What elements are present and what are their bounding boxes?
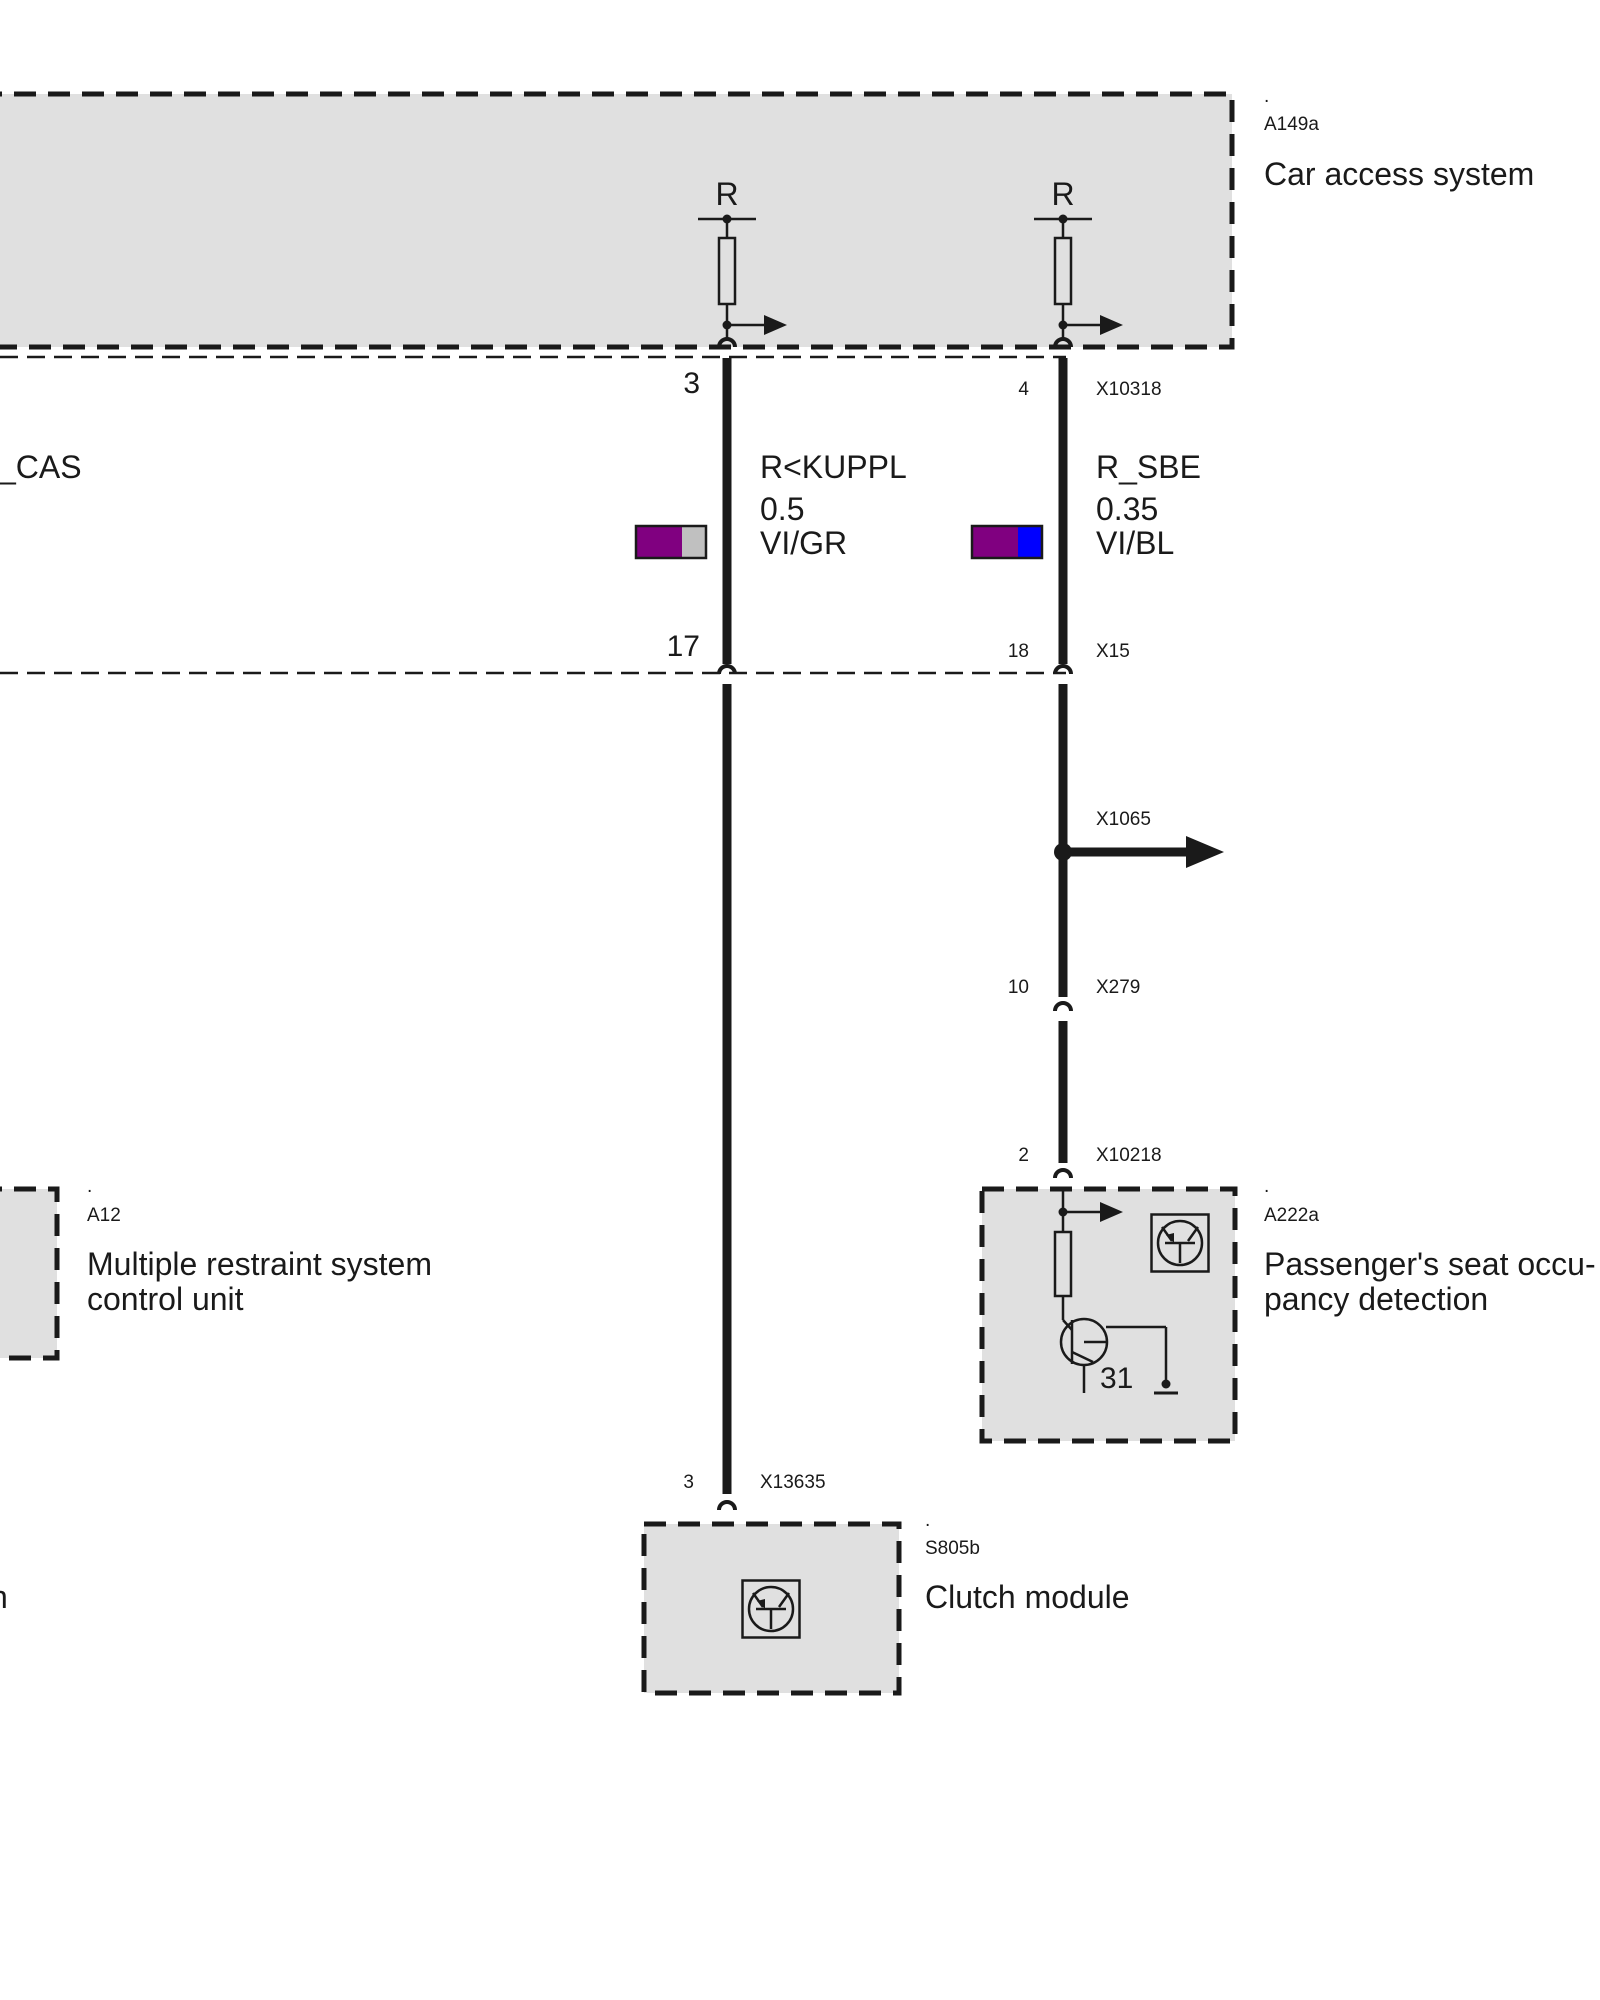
cas-dot: .	[1264, 86, 1269, 107]
clutch-dot: .	[925, 1510, 930, 1531]
pin-kuppl-x13635: 3	[683, 1472, 694, 1493]
seat-ground-label: 31	[1100, 1362, 1133, 1395]
cas-resistor-label-kuppl: R	[715, 176, 738, 212]
wire-kuppl-color-code: VI/GR	[760, 525, 847, 561]
seat-transistor-symbol	[1059, 1317, 1178, 1395]
wire-kuppl-signal: R<KUPPL	[760, 449, 907, 485]
connector-x15-label: X15	[1096, 641, 1130, 662]
mrs-id: A12	[87, 1205, 121, 1226]
connector-x10318-label: X10318	[1096, 379, 1162, 400]
wire-r-sbe	[1053, 337, 1073, 1179]
wire-sbe-color-code: VI/BL	[1096, 525, 1174, 561]
connector-x1065-label: X1065	[1096, 809, 1151, 830]
cas-resistor-sbe	[1034, 214, 1123, 340]
left-edge-signal: _CAS	[0, 449, 82, 485]
seat-name-line2: pancy detection	[1264, 1281, 1488, 1317]
seat-id: A222a	[1264, 1205, 1319, 1226]
pin-kuppl-cas: 3	[683, 367, 700, 400]
splice-x1065	[1054, 836, 1224, 868]
clutch-module	[641, 1521, 902, 1696]
seat-name-line1: Passenger's seat occu-	[1264, 1246, 1596, 1282]
pin-sbe-x10218: 2	[1018, 1145, 1029, 1166]
car-access-system-module	[0, 91, 1235, 350]
cas-name: Car access system	[1264, 156, 1534, 192]
left-edge-fragment: n	[0, 1579, 8, 1615]
clutch-id: S805b	[925, 1538, 980, 1559]
cas-id: A149a	[1264, 114, 1319, 135]
connector-x13635-label: X13635	[760, 1472, 826, 1493]
pin-sbe-x15: 18	[1008, 641, 1029, 662]
multiple-restraint-system-module	[0, 1186, 60, 1361]
connector-x279-label: X279	[1096, 977, 1140, 998]
mrs-dot: .	[87, 1176, 92, 1197]
wire-sbe-signal: R_SBE	[1096, 449, 1201, 485]
wire-sbe-gauge: 0.35	[1096, 491, 1158, 527]
wire-r-kuppl	[717, 337, 737, 1511]
wire-color-swatch-kuppl	[634, 524, 708, 560]
wire-kuppl-gauge: 0.5	[760, 491, 804, 527]
pin-sbe-x279: 10	[1008, 977, 1029, 998]
seat-occupancy-module	[979, 1186, 1238, 1444]
mrs-name-line2: control unit	[87, 1281, 244, 1317]
connector-x10218-label: X10218	[1096, 1145, 1162, 1166]
mrs-name-line1: Multiple restraint system	[87, 1246, 432, 1282]
pin-sbe-cas: 4	[1018, 379, 1029, 400]
clutch-name: Clutch module	[925, 1579, 1130, 1615]
seat-dot: .	[1264, 1176, 1269, 1197]
cas-resistor-kuppl	[698, 214, 787, 340]
cas-resistor-label-sbe: R	[1051, 176, 1074, 212]
pin-kuppl-x15: 17	[667, 630, 700, 663]
wire-color-swatch-sbe	[970, 524, 1044, 560]
